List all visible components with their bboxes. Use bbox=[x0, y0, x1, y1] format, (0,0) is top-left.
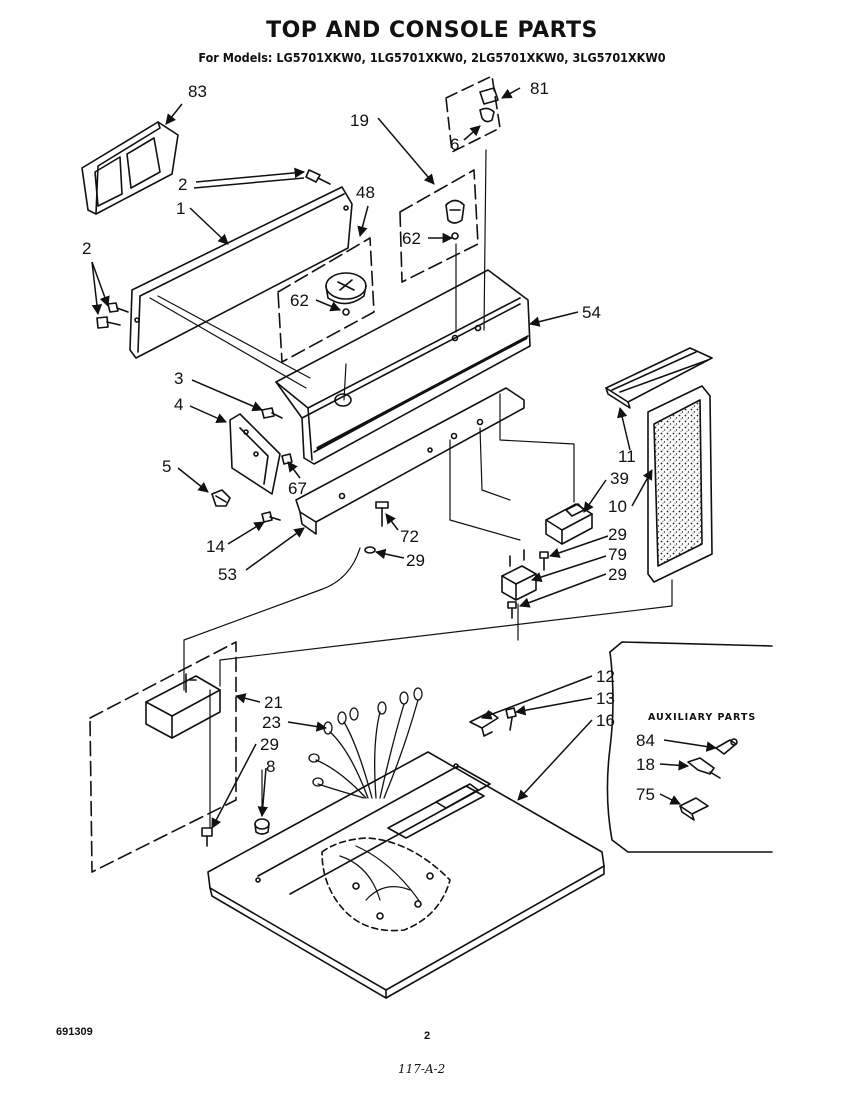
part-67-fastener bbox=[281, 453, 293, 465]
part-75-tie bbox=[679, 797, 709, 821]
callout-2-top: 2 bbox=[178, 175, 187, 194]
callout-84: 84 bbox=[636, 731, 655, 750]
part-84-wire-connector bbox=[715, 738, 738, 755]
part-12-clip bbox=[469, 711, 499, 737]
screw-14 bbox=[261, 511, 281, 523]
callout-67: 67 bbox=[288, 479, 307, 498]
part-10-lint-screen bbox=[647, 385, 713, 583]
handwritten-note: 117-A-2 bbox=[398, 1062, 446, 1076]
part-19-knob-box bbox=[399, 169, 479, 283]
callout-29-switch: 29 bbox=[608, 525, 627, 544]
callout-1: 1 bbox=[176, 199, 185, 218]
callout-29-console: 29 bbox=[406, 551, 425, 570]
leader-lines bbox=[91, 87, 718, 829]
callout-29-sensor: 29 bbox=[608, 565, 627, 584]
part-5-clip bbox=[211, 489, 231, 507]
callout-14: 14 bbox=[206, 537, 225, 556]
callout-2-left: 2 bbox=[82, 239, 91, 258]
part-1-panel-strip bbox=[129, 186, 353, 359]
models-subtitle: For Models: LG5701XKW0, 1LG5701XKW0, 2LG… bbox=[198, 50, 666, 65]
part-16-top bbox=[207, 751, 605, 999]
screw-29-base bbox=[201, 827, 213, 847]
part-83-escutcheon bbox=[81, 121, 179, 215]
part-21-terminal-block bbox=[89, 641, 237, 873]
page-title: TOP AND CONSOLE PARTS bbox=[266, 18, 598, 43]
callout-19: 19 bbox=[350, 111, 369, 130]
auxiliary-parts-title: AUXILIARY PARTS bbox=[648, 712, 756, 723]
callout-13: 13 bbox=[596, 689, 615, 708]
routing-lines bbox=[149, 149, 673, 829]
callout-23: 23 bbox=[262, 713, 281, 732]
screw-72 bbox=[375, 501, 389, 527]
part-23-wire-harness bbox=[308, 687, 423, 799]
callout-8: 8 bbox=[266, 757, 275, 776]
callout-81: 81 bbox=[530, 79, 549, 98]
part-11-filter-cover bbox=[605, 347, 713, 409]
part-79-sensor bbox=[501, 549, 537, 601]
callout-labels: 83 81 6 19 2 48 1 2 62 62 54 3 4 5 67 14… bbox=[82, 79, 756, 804]
callout-4: 4 bbox=[174, 395, 183, 414]
callout-39: 39 bbox=[610, 469, 629, 488]
part-18-clip bbox=[687, 757, 721, 779]
screw-13 bbox=[505, 707, 517, 731]
screw-2-left-lower bbox=[96, 316, 121, 329]
callout-6: 6 bbox=[450, 135, 459, 154]
callout-3: 3 bbox=[174, 369, 183, 388]
auxiliary-parts-panel bbox=[606, 641, 773, 853]
part-54-console bbox=[275, 269, 531, 465]
callout-5: 5 bbox=[162, 457, 171, 476]
callout-62-right: 62 bbox=[402, 229, 421, 248]
callout-62-left: 62 bbox=[290, 291, 309, 310]
callout-54: 54 bbox=[582, 303, 601, 322]
callout-72: 72 bbox=[400, 527, 419, 546]
callout-75: 75 bbox=[636, 785, 655, 804]
callout-16: 16 bbox=[596, 711, 615, 730]
callout-79: 79 bbox=[608, 545, 627, 564]
callout-53: 53 bbox=[218, 565, 237, 584]
callout-48: 48 bbox=[356, 183, 375, 202]
page-number: 2 bbox=[424, 1030, 431, 1042]
callout-12: 12 bbox=[596, 667, 615, 686]
diagram-number: 691309 bbox=[56, 1026, 93, 1038]
part-29-grommet bbox=[364, 546, 376, 554]
screw-2-top bbox=[305, 169, 331, 185]
part-81-button-box bbox=[445, 75, 501, 153]
screw-29-switch bbox=[539, 551, 549, 571]
callout-10: 10 bbox=[608, 497, 627, 516]
screw-2-left-upper bbox=[107, 302, 129, 313]
callout-11: 11 bbox=[618, 447, 636, 466]
screw-29-lower bbox=[507, 601, 517, 619]
callout-21: 21 bbox=[264, 693, 283, 712]
callout-83: 83 bbox=[188, 82, 207, 101]
callout-18: 18 bbox=[636, 755, 655, 774]
part-53-console-base bbox=[295, 387, 525, 535]
part-8-grommet bbox=[254, 818, 270, 835]
callout-29-base: 29 bbox=[260, 735, 279, 754]
part-4-end-cap bbox=[229, 413, 281, 495]
screw-3 bbox=[261, 407, 283, 419]
part-48-knob-box bbox=[277, 237, 375, 363]
